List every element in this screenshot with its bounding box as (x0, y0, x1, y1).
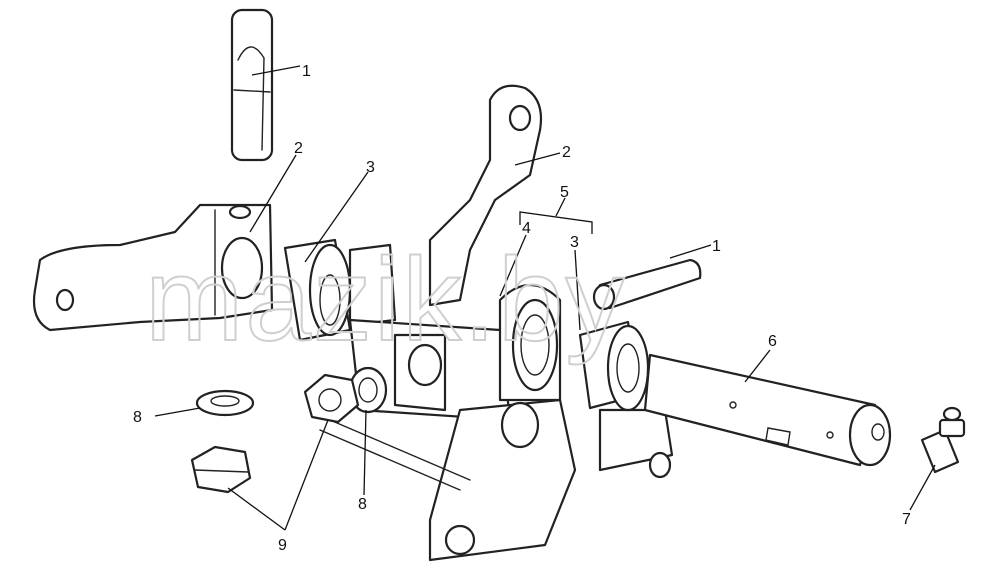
pin-right (592, 258, 702, 311)
callout-bushing-right: 3 (570, 234, 579, 251)
nut-lower (190, 445, 252, 494)
washer-left (195, 389, 255, 417)
callout-pin-top: 1 (302, 63, 311, 80)
callout-shaft: 6 (768, 333, 777, 350)
callout-assembly: 5 (560, 184, 569, 201)
shaft (643, 353, 892, 467)
nut-upper (303, 373, 360, 424)
leader-lines (154, 65, 936, 531)
bushing-left (283, 238, 352, 342)
watermark: mazik.by (145, 234, 627, 366)
callout-grease-fitting: 7 (902, 511, 911, 528)
callout-arm-right: 2 (562, 144, 571, 161)
arm-left (32, 203, 274, 332)
callout-bushing-mid: 4 (522, 220, 531, 237)
pin-top (230, 8, 274, 162)
bushing-mid (498, 284, 562, 402)
callout-nuts: 9 (278, 537, 287, 554)
bushing-right (578, 320, 650, 412)
callout-pin-right: 1 (712, 238, 721, 255)
callout-arm-left: 2 (294, 140, 303, 157)
callout-washer-mid: 8 (358, 496, 367, 513)
callout-bushing-left: 3 (366, 159, 375, 176)
grease-fitting (920, 406, 966, 474)
arm-right (428, 84, 543, 307)
callout-washer-left: 8 (133, 409, 142, 426)
